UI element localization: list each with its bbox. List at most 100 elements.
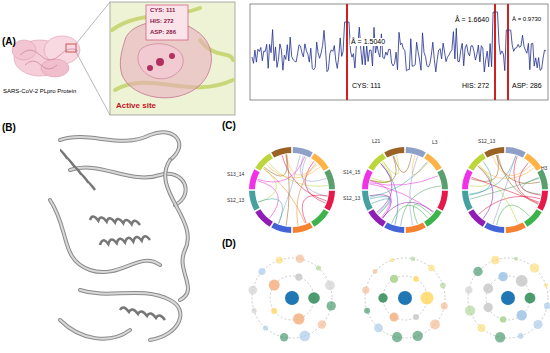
residue-node — [421, 292, 434, 305]
inset-title: Active site — [116, 101, 156, 110]
chord-segment — [440, 191, 445, 210]
inset-surface — [120, 21, 211, 98]
chord-segment — [540, 191, 545, 210]
ribbon-highlight — [60, 320, 130, 339]
chord-segment — [273, 225, 292, 230]
chord-segment — [486, 225, 505, 230]
chord-segment — [465, 171, 470, 190]
chord-segment — [406, 150, 425, 155]
helix — [60, 150, 95, 190]
chord-segment — [526, 211, 540, 225]
residue-node — [516, 275, 528, 287]
residue-node — [525, 293, 536, 304]
residue-node — [295, 273, 302, 280]
segment-label: L3 — [432, 140, 438, 146]
chord-link — [370, 176, 438, 185]
chord-segment — [465, 191, 470, 210]
residue-node — [413, 276, 419, 282]
residue-node — [544, 303, 550, 310]
chord-segment — [406, 225, 425, 230]
distance-label: Å = 1.5040 — [350, 38, 386, 46]
residue-node — [465, 306, 475, 316]
residue-node — [325, 280, 335, 290]
active-site-inset: CYS: 111HIS: 272ASP: 286Active site — [110, 2, 235, 115]
ring — [252, 258, 332, 338]
plot-frame — [250, 4, 548, 100]
marker-line — [507, 4, 509, 100]
zoom-line — [76, 52, 110, 115]
chord-link — [297, 163, 316, 225]
ring — [468, 258, 548, 338]
residue-node — [478, 324, 486, 332]
chord-segment — [273, 150, 292, 155]
chord-segment — [365, 191, 370, 210]
residue-node — [413, 331, 423, 341]
chord-segment — [252, 171, 257, 190]
residue-node — [518, 333, 524, 339]
chord-link — [522, 177, 540, 194]
ring — [365, 258, 445, 338]
residue-node — [299, 331, 310, 342]
residue-node — [296, 254, 305, 263]
protein-surface — [12, 36, 80, 77]
residue-node — [308, 292, 320, 304]
chord-segment — [327, 191, 332, 210]
chord-segment — [293, 150, 312, 155]
residue-node — [271, 308, 277, 314]
center-node — [501, 291, 515, 305]
residue-node — [293, 313, 304, 324]
chord-segment — [252, 191, 257, 210]
chord-segment — [371, 156, 385, 170]
chord-link — [302, 195, 327, 223]
segment-label: H3 — [541, 166, 547, 172]
residue-node — [413, 314, 419, 320]
residue-node — [495, 332, 505, 342]
chord-link — [300, 156, 326, 182]
rmsf-line — [252, 12, 546, 72]
ribbon-highlight — [165, 160, 188, 300]
chord-link — [258, 168, 276, 202]
chord-segment — [293, 225, 312, 230]
ribbon-strand — [50, 200, 160, 272]
marker-line — [346, 4, 348, 100]
residue-node — [374, 324, 383, 333]
chord-link — [497, 205, 530, 225]
chord-link — [410, 156, 418, 225]
panel-label: (B) — [2, 122, 16, 133]
residue-node — [441, 302, 448, 309]
chord-link — [266, 165, 320, 178]
chord-segment — [506, 225, 525, 230]
segment-label: S12_13 — [478, 139, 495, 145]
chord-link — [470, 178, 539, 199]
chord-segment — [486, 150, 505, 155]
residue-node — [390, 258, 394, 262]
ribbon-highlight — [50, 200, 160, 272]
helix — [100, 236, 150, 245]
residue-node — [316, 265, 321, 270]
panel-label: (A) — [2, 36, 16, 47]
chord-link — [269, 163, 328, 187]
zoom-box — [66, 44, 76, 52]
residue-node — [500, 316, 506, 322]
residue-node — [517, 310, 527, 320]
distance-label: Å = 0.9730 — [511, 16, 542, 23]
zoom-line — [76, 2, 110, 44]
chord-link — [377, 164, 392, 213]
helix — [90, 217, 140, 225]
residue-node — [544, 283, 548, 287]
chord-segment — [526, 156, 540, 170]
residue-node — [491, 256, 500, 265]
chord-link — [258, 199, 282, 224]
chord-segment — [506, 150, 525, 155]
chord-segment — [471, 211, 485, 225]
residue-node — [364, 308, 370, 314]
ribbon-strand — [60, 132, 179, 160]
chord-link — [370, 195, 392, 219]
residue-label: CYS: 111 — [351, 82, 382, 90]
residue-label: ASP: 286 — [511, 82, 543, 90]
residue-label: ASP: 286 — [150, 29, 176, 36]
chord-segment — [540, 171, 545, 190]
residue-node — [440, 282, 446, 288]
ring — [383, 276, 427, 320]
